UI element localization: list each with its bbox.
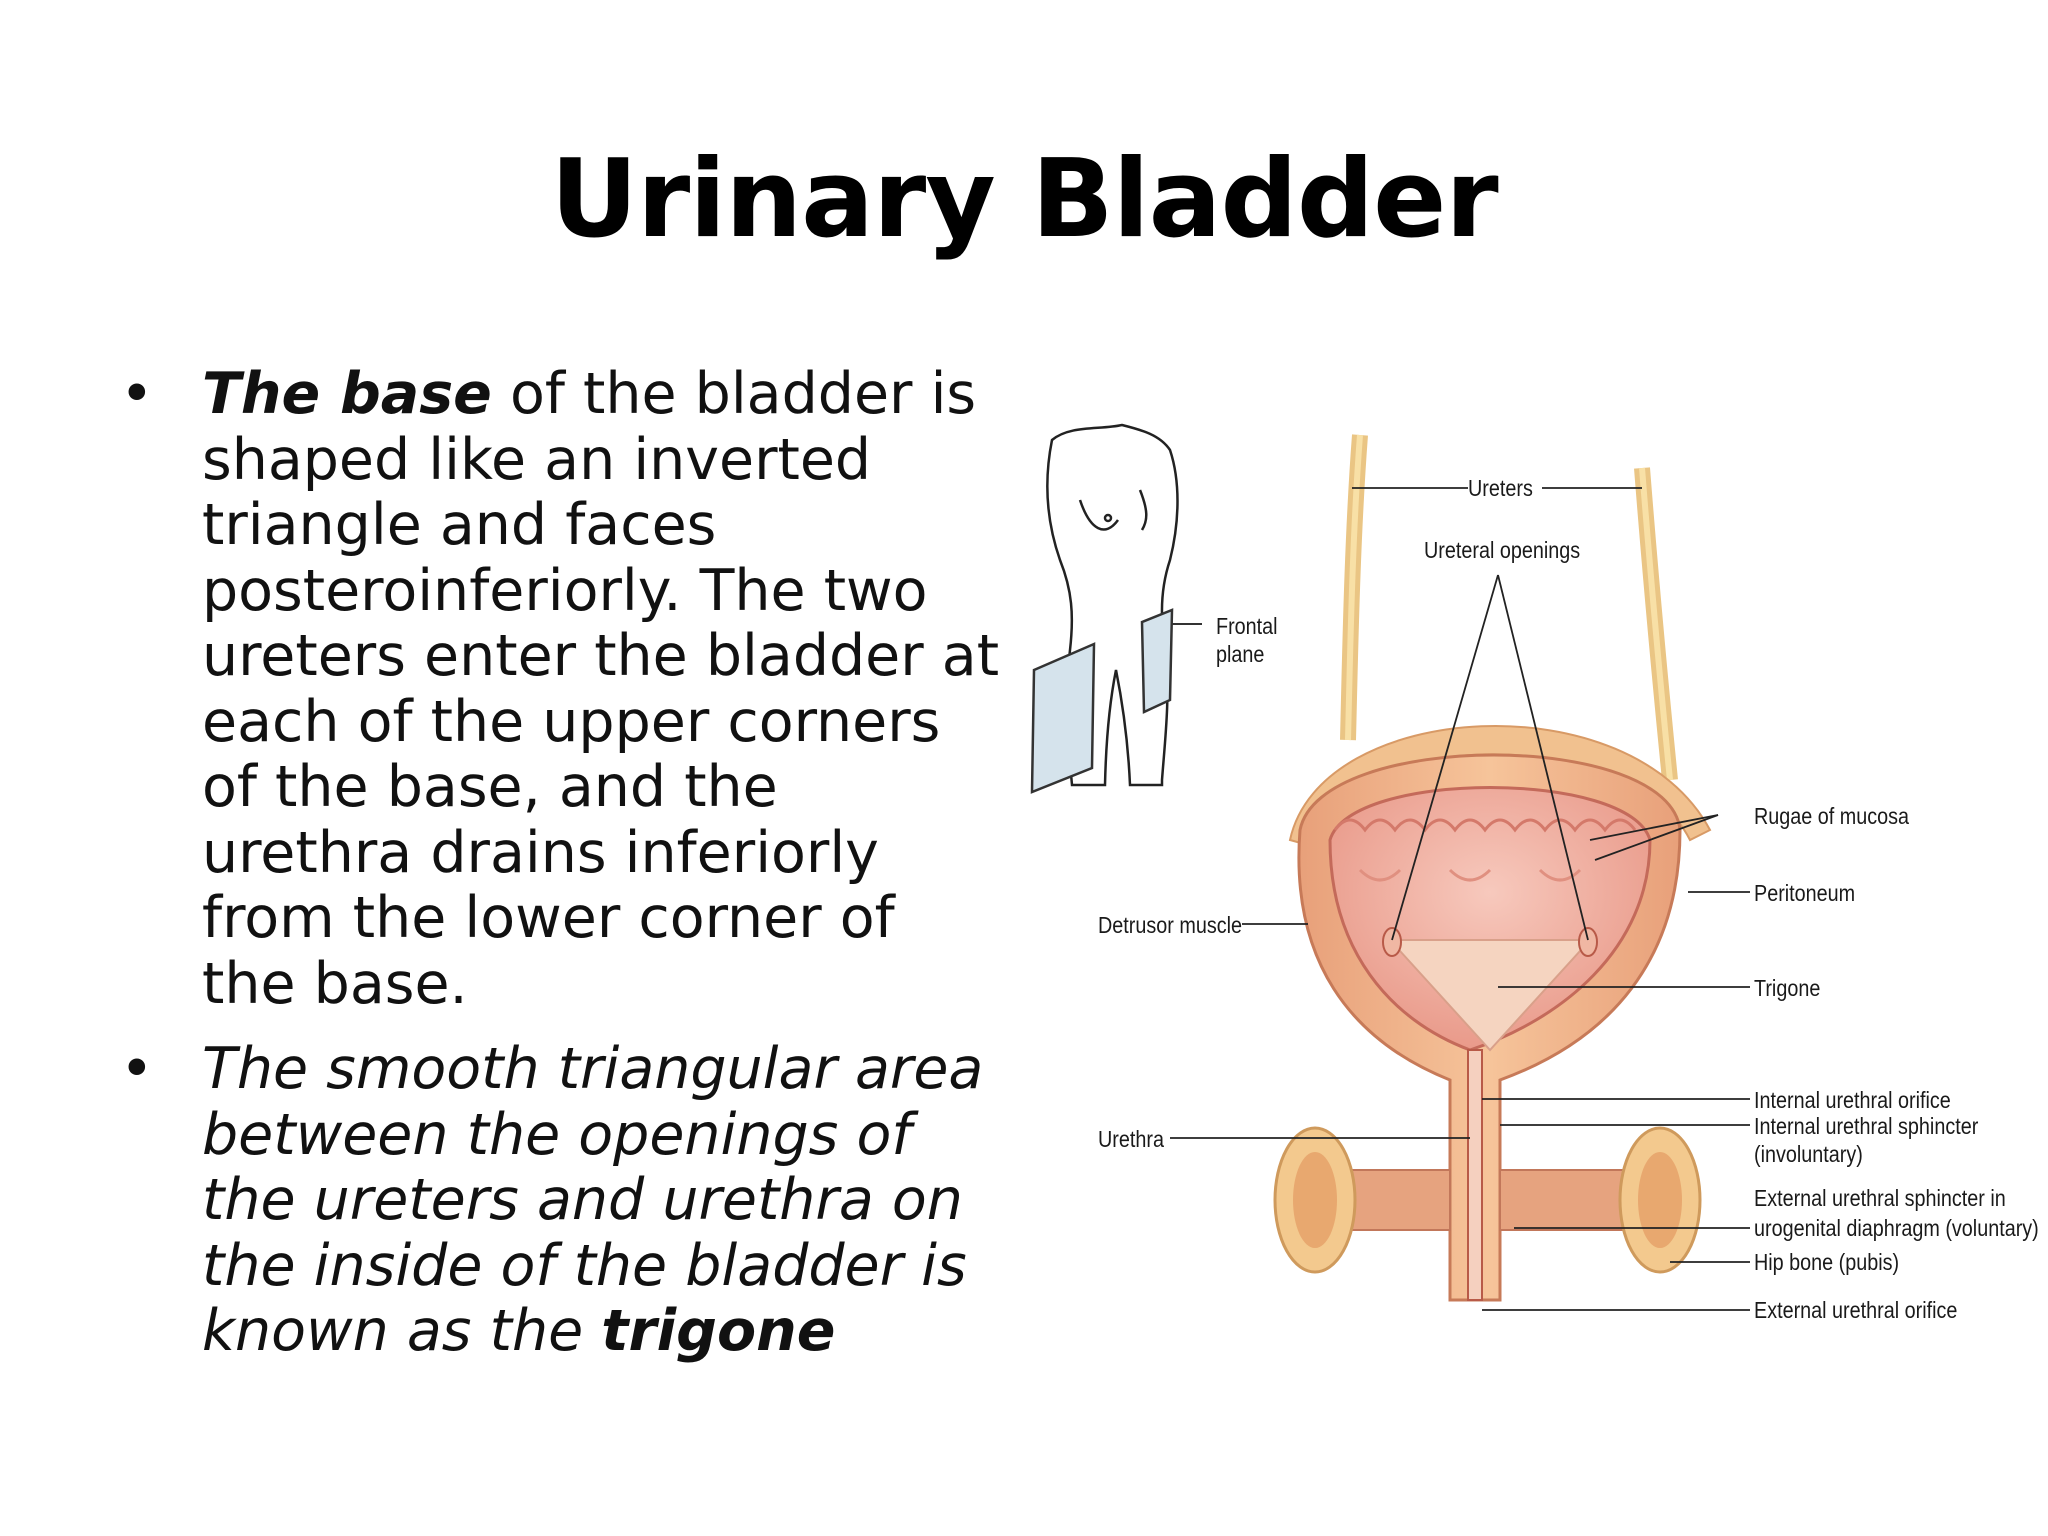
label-internal-urethral-sphincter: Internal urethral sphincter [1754, 1113, 1979, 1139]
rugae [1333, 818, 1637, 833]
label-rugae-of-mucosa: Rugae of mucosa [1754, 803, 1910, 829]
label-ureters: Ureters [1468, 475, 1533, 501]
label-urogenital-diaphragm: urogenital diaphragm (voluntary) [1754, 1215, 2039, 1241]
label-external-urethral-orifice: External urethral orifice [1754, 1297, 1958, 1323]
label-peritoneum: Peritoneum [1754, 880, 1856, 906]
bullet-lead: The base [202, 361, 492, 427]
ureteral-opening-right [1578, 927, 1598, 957]
label-trigone: Trigone [1754, 975, 1821, 1001]
ureteral-opening-left [1382, 927, 1402, 957]
bullet-emphasis: trigone [601, 1298, 836, 1364]
bullet-trigone: • The smooth triangular area between the… [120, 1036, 1000, 1365]
label-involuntary: (involuntary) [1754, 1141, 1863, 1167]
label-frontal-plane: Frontal plane [1216, 613, 1278, 667]
label-external-urethral-sphincter: External urethral sphincter in [1754, 1185, 2006, 1211]
bladder-diagram: Ureters Ureteral openings Frontal plane … [1030, 400, 2040, 1340]
body-outline-figure [1046, 423, 1179, 787]
label-ureteral-openings: Ureteral openings [1424, 537, 1581, 563]
leader-lines [1170, 487, 1750, 1311]
urethra-channel [1467, 1049, 1483, 1301]
frontal-plane [1030, 642, 1096, 794]
bullet-base: • The base of the bladder is shaped like… [120, 361, 1000, 1017]
bullet-body: The smooth triangular area between the o… [202, 1036, 984, 1364]
bullet-list: • The base of the bladder is shaped like… [120, 361, 1000, 1365]
bullet-mark: • [120, 1036, 154, 1102]
label-urethra: Urethra [1098, 1126, 1164, 1152]
bullet-body: of the bladder is shaped like an inverte… [202, 361, 1000, 1017]
slide-title: Urinary Bladder [550, 137, 1498, 262]
label-hip-bone: Hip bone (pubis) [1754, 1249, 1900, 1275]
bladder-illustration [1030, 423, 1750, 1311]
bladder-lumen [1328, 786, 1652, 1052]
bullet-mark: • [120, 361, 154, 427]
label-detrusor-muscle: Detrusor muscle [1098, 912, 1242, 938]
trigone-area [1387, 939, 1593, 1052]
label-internal-urethral-orifice: Internal urethral orifice [1754, 1087, 1951, 1113]
